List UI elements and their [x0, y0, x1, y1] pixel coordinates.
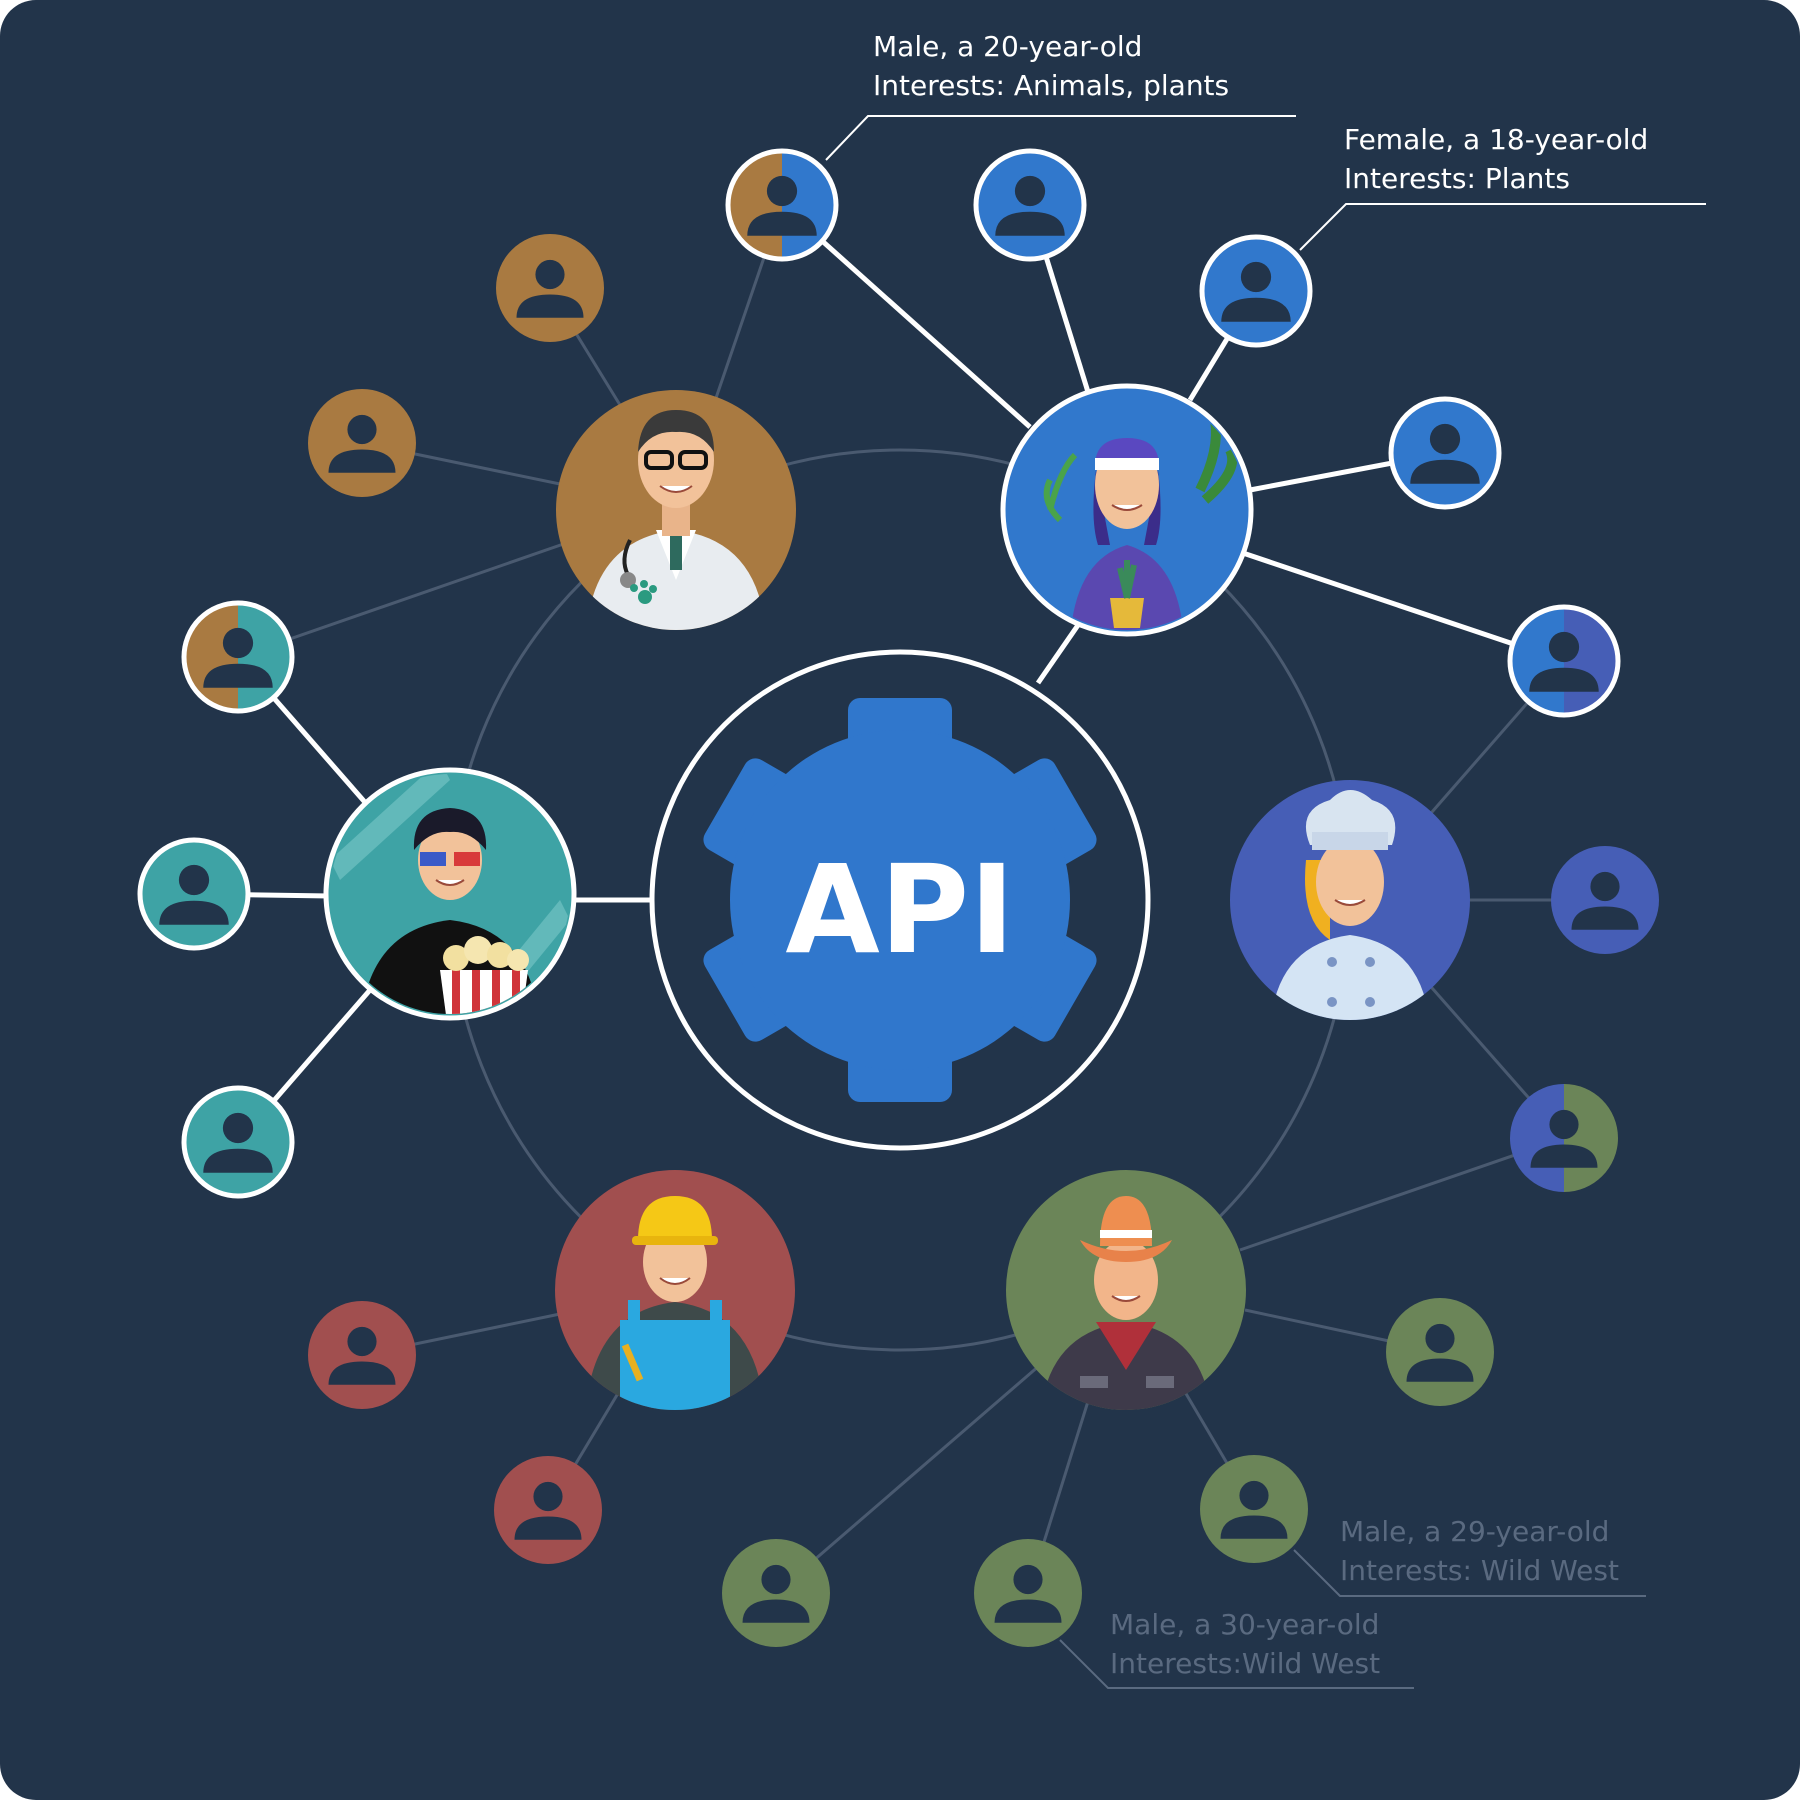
connector-line: [1239, 1136, 1565, 1252]
persona-avatars: [323, 383, 1470, 1410]
user-node: [494, 1456, 602, 1564]
persona-gardener: [1000, 383, 1254, 637]
callout-leader-c4: [1059, 1639, 1414, 1689]
persona-worker: [555, 1170, 795, 1410]
callout-c1: Male, a 20-year-old Interests: Animals, …: [873, 30, 1229, 102]
user-node: [181, 1085, 295, 1199]
user-node: [973, 148, 1087, 262]
doctor-icon: [586, 410, 766, 630]
user-node: [1388, 396, 1502, 510]
persona-chef: [1230, 780, 1470, 1020]
callouts: Male, a 20-year-old Interests: Animals, …: [873, 30, 1657, 1680]
user-node: [1199, 234, 1313, 348]
construction-worker-icon: [585, 1196, 765, 1410]
connector-line: [1239, 549, 1565, 664]
callout-leader-c2: [1299, 203, 1706, 251]
user-node: [1386, 1298, 1494, 1406]
gear-icon: [703, 698, 1097, 1102]
chef-woman-icon: [1270, 790, 1430, 1020]
user-node: [722, 1539, 830, 1647]
user-node: [308, 1301, 416, 1409]
user-node: [496, 234, 604, 342]
user-node: [1200, 1455, 1308, 1563]
moviegoer-icon: [330, 774, 570, 1014]
persona-doctor: [556, 390, 796, 630]
user-node: [137, 837, 251, 951]
user-node: [1507, 604, 1621, 718]
persona-cowboy: [1006, 1170, 1246, 1410]
user-node: [1551, 846, 1659, 954]
user-node: [308, 389, 416, 497]
cowboy-icon: [1040, 1196, 1212, 1410]
user-node: [974, 1539, 1082, 1647]
callout-leader-c3: [1293, 1549, 1646, 1597]
user-node: [1510, 1084, 1618, 1192]
connector-line: [1035, 613, 1088, 685]
persona-moviegoer: [323, 767, 577, 1021]
connector-line: [237, 538, 576, 659]
api-center: API: [649, 649, 1151, 1151]
api-ring: [649, 649, 1151, 1151]
user-node: [725, 148, 839, 262]
callout-c4: Male, a 30-year-old Interests:Wild West: [1110, 1608, 1388, 1680]
callout-c3: Male, a 29-year-old Interests: Wild West: [1340, 1515, 1619, 1587]
callout-leaders: [825, 115, 1706, 1689]
user-node: [181, 600, 295, 714]
connector-line: [775, 1363, 1041, 1595]
callout-leader-c1: [825, 115, 1296, 161]
api-label: API: [785, 839, 1014, 981]
user-nodes: [137, 148, 1659, 1647]
callout-c2: Female, a 18-year-old Interests: Plants: [1344, 123, 1657, 195]
gardener-woman-icon: [1043, 419, 1238, 630]
